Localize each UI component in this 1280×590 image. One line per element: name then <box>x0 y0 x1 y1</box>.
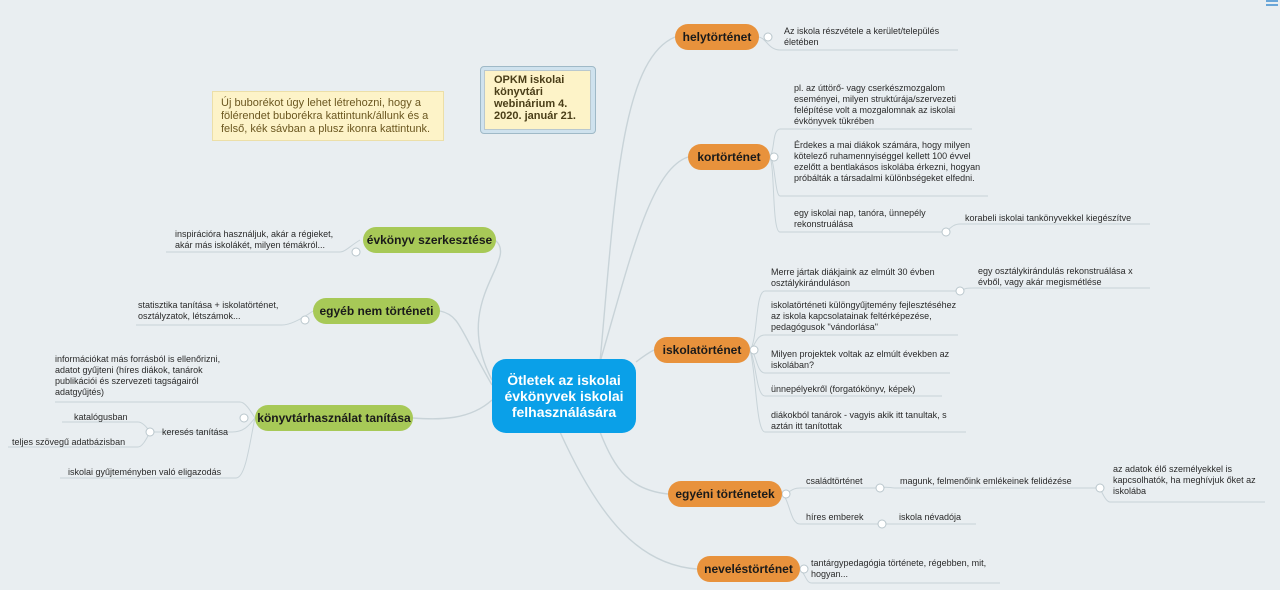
sub-iskolatortenet-4[interactable]: ünnepélyekről (forgatókönyv, képek) <box>771 384 916 394</box>
branch-konyvtarhasznalat[interactable]: könyvtárhasználat tanítása <box>255 405 413 431</box>
sub-iskolatortenet-3[interactable]: Milyen projektek voltak az elmúlt évekbe… <box>771 349 950 370</box>
sub-iskolatortenet-5[interactable]: diákokból tanárok - vagyis akik itt tanu… <box>771 410 947 431</box>
hint-note[interactable]: Új buborékot úgy lehet létrehozni, hogy … <box>212 91 444 141</box>
branch-helytortenet[interactable]: helytörténet <box>675 24 759 50</box>
branch-egyeb-nem-torteneti[interactable]: egyéb nem történeti <box>313 298 440 324</box>
sub-evkonyv-1[interactable]: inspirációra használjuk, akár a régieket… <box>175 229 334 250</box>
sub-csaladtortenet-a[interactable]: magunk, felmenőink emlékeinek felidézése <box>900 476 1072 486</box>
sub-csaladtortenet[interactable]: családtörténet <box>806 476 863 486</box>
branch-nevelestortenet[interactable]: neveléstörténet <box>697 556 800 582</box>
sub-iskolatortenet-1[interactable]: Merre jártak diákjaink az elmúlt 30 évbe… <box>771 267 935 288</box>
sub-iskolatortenet-1a[interactable]: egy osztálykirándulás rekonstruálása x é… <box>978 266 1133 287</box>
branch-iskolatortenet[interactable]: iskolatörténet <box>654 337 750 363</box>
sub-konyvtar-3[interactable]: iskolai gyűjteményben való eligazodás <box>68 467 222 477</box>
sub-teljes-szovegu[interactable]: teljes szövegű adatbázisban <box>12 437 126 447</box>
sub-kortortenet-3[interactable]: egy iskolai nap, tanóra, ünnepély rekons… <box>794 208 926 229</box>
central-topic[interactable]: Ötletek az iskolai évkönyvek iskolai fel… <box>492 359 636 433</box>
branch-egyeni-tortenetek[interactable]: egyéni történetek <box>668 481 782 507</box>
opkm-webinar-box[interactable]: OPKM iskolai könyvtári webinárium 4. 202… <box>484 70 591 130</box>
sub-nevelestortenet-1[interactable]: tantárgypedagógia története, régebben, m… <box>811 558 987 579</box>
sub-iskola-nevadoja[interactable]: iskola névadója <box>899 512 962 522</box>
branch-kortortenet[interactable]: kortörténet <box>688 144 770 170</box>
sub-kortortenet-3a[interactable]: korabeli iskolai tankönyvekkel kiegészít… <box>965 213 1132 223</box>
sub-csaladtortenet-b[interactable]: az adatok élő személyekkel is kapcsolhat… <box>1113 464 1256 496</box>
sub-iskolatortenet-2[interactable]: iskolatörténeti különgyűjtemény fejleszt… <box>771 300 957 332</box>
sub-helytortenet-1[interactable]: Az iskola részvétele a kerület/település… <box>784 26 940 47</box>
sub-egyeb-1[interactable]: statisztika tanítása + iskolatörténet, o… <box>138 300 279 321</box>
sub-konyvtar-1[interactable]: információkat más forrásból is ellenőriz… <box>55 354 221 397</box>
sub-hires-emberek[interactable]: híres emberek <box>806 512 864 522</box>
sub-katalogusban[interactable]: katalógusban <box>74 412 128 422</box>
sub-kortortenet-1[interactable]: pl. az úttörő- vagy cserkészmozgalom ese… <box>794 83 957 126</box>
menu-icon[interactable] <box>1266 0 1278 10</box>
sub-kereses-tanitasa[interactable]: keresés tanítása <box>162 427 229 437</box>
sub-kortortenet-2[interactable]: Érdekes a mai diákok számára, hogy milye… <box>794 140 981 183</box>
branch-evkonyv-szerkesztese[interactable]: évkönyv szerkesztése <box>363 227 496 253</box>
